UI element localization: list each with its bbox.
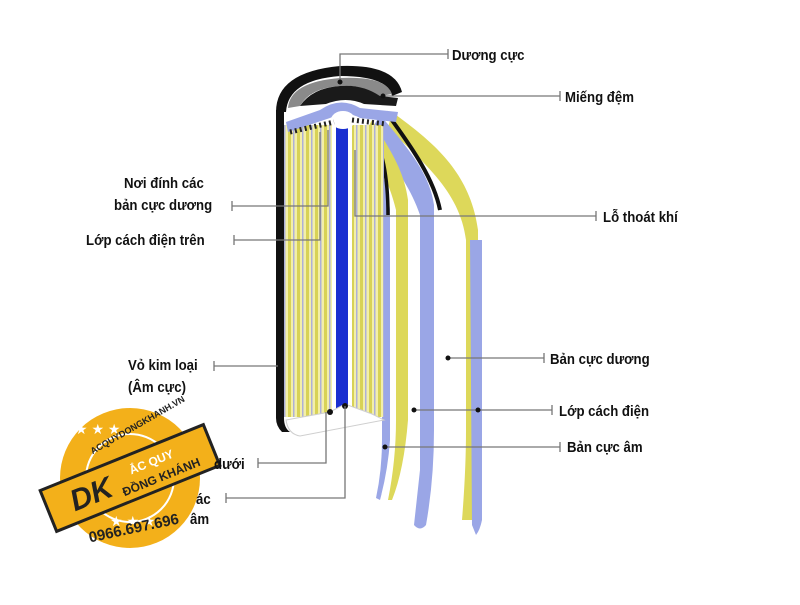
label-separator: Lớp cách điện <box>559 403 650 420</box>
label-negative-tab-line2: âm <box>190 511 210 528</box>
label-positive-tab-line1: Nơi đính các <box>124 175 204 192</box>
label-positive-plate: Bản cực dương <box>550 351 650 368</box>
label-gasket: Miếng đệm <box>565 89 634 106</box>
label-negative-plate: Bản cực âm <box>567 439 643 456</box>
label-positive-tab-line2: bản cực dương <box>114 197 213 214</box>
label-top-insulator: Lớp cách điện trên <box>86 232 205 249</box>
label-metal-case-line1: Vỏ kim loại <box>128 357 198 374</box>
label-negative-tab-line1: ác <box>196 491 211 508</box>
leader-dots <box>337 79 481 450</box>
label-bottom-insulator: dưới <box>214 456 245 473</box>
label-positive-terminal: Dương cực <box>452 47 525 64</box>
battery-cap <box>276 65 402 135</box>
label-metal-case-line2: (Âm cực) <box>128 379 186 396</box>
svg-text:★ ★ ★: ★ ★ ★ <box>110 513 155 529</box>
label-vent: Lỗ thoát khí <box>603 209 678 226</box>
leader-lines <box>213 49 597 503</box>
svg-text:★ ★ ★: ★ ★ ★ <box>75 421 120 437</box>
brand-watermark: ★ ★ ★ ★ ★ ★ <box>38 408 222 548</box>
battery-body <box>276 110 386 437</box>
